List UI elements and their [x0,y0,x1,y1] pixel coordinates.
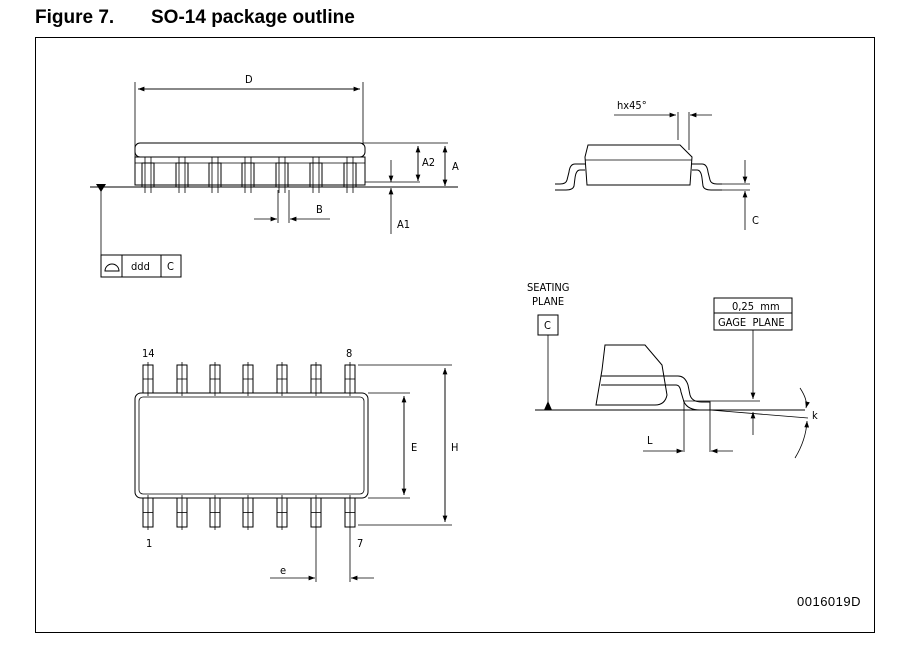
pin-14-label: 14 [142,347,155,360]
tolerance-frame: ddd C [100,254,182,278]
top-view-lead [275,157,289,193]
bottom-view-lead [344,362,356,396]
dim-H-label: H [451,441,458,454]
bottom-view-lead [310,362,322,396]
figure-title: Figure 7. SO-14 package outline [35,7,355,29]
profile-icon [104,263,120,272]
seating-datum-triangle-icon [544,401,552,410]
dim-e-label: e [280,564,286,577]
dim-C-label: C [752,214,759,227]
dim-L-label: L [647,434,653,447]
top-view-lead [343,157,357,193]
bottom-view-lead [310,495,322,530]
seating-datum-label: C [544,319,551,332]
dim-A1-label: A1 [397,218,410,231]
bottom-view-lead [142,362,154,396]
seating-plane-label-2: PLANE [532,295,564,308]
top-view-lead [208,157,222,193]
gage-plane-label: GAGE PLANE [718,316,785,329]
seating-plane-label-1: SEATING [527,281,569,294]
pin-8-label: 8 [346,347,352,360]
top-view-lead [141,157,155,193]
bottom-view-lead [142,495,154,530]
bottom-view-lead [242,495,254,530]
dim-E-label: E [411,441,417,454]
tolerance-datum: C [167,260,174,273]
top-view: D A2 A A1 B ddd C [90,73,459,278]
pin-1-label: 1 [146,537,152,550]
bottom-view: 14 8 1 7 E H e [134,347,458,582]
lead-detail: SEATING PLANE C 0,25 mm GAGE PLANE L k [527,281,818,459]
dim-D-label: D [245,73,253,86]
bottom-view-lead [276,495,288,530]
bottom-view-lead [176,495,188,530]
drawing-frame [35,37,875,633]
dim-A-label: A [452,160,459,173]
dim-k-label: k [812,409,818,422]
top-view-lead [241,157,255,193]
dim-B-label: B [316,203,323,216]
bottom-view-lead [276,362,288,396]
top-view-lead [309,157,323,193]
figure-caption: SO-14 package outline [151,7,355,28]
datum-triangle-icon [96,184,106,192]
tolerance-value: ddd [131,260,150,273]
side-view: hx45° C [555,99,759,230]
bottom-view-lead [209,495,221,530]
chamfer-label: hx45° [617,99,647,112]
drawing-reference: 0016019D [797,594,861,609]
dim-A2-label: A2 [422,156,435,169]
pin-7-label: 7 [357,537,363,550]
figure-number: Figure 7. [35,7,115,28]
gage-value: 0,25 mm [732,300,780,313]
bottom-view-lead [242,362,254,396]
bottom-view-lead [344,495,356,530]
top-view-lead [175,157,189,193]
bottom-view-lead [176,362,188,396]
bottom-view-lead [209,362,221,396]
